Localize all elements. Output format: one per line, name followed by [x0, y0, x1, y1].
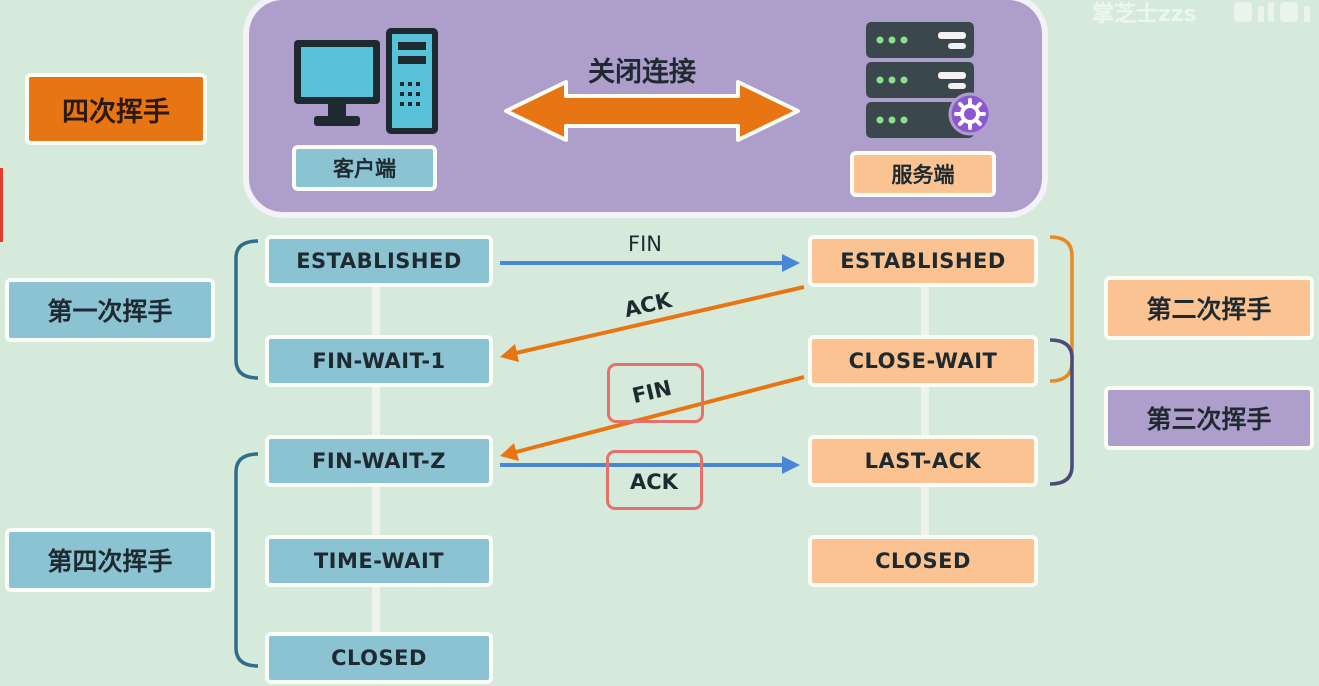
client-state-time-wait: TIME-WAIT — [265, 535, 493, 587]
four-way-handshake-title: 四次挥手 — [25, 73, 207, 145]
first-wave-label: 第一次挥手 — [5, 278, 215, 342]
bilibili-logo-icon — [1234, 2, 1310, 22]
first-stage-bracket — [234, 239, 259, 380]
ack-highlight-box — [606, 450, 703, 510]
server-rack-icon — [866, 22, 992, 138]
fourth-wave-label: 第四次挥手 — [5, 528, 215, 592]
client-state-established: ESTABLISHED — [265, 235, 493, 287]
fin-highlight-box — [607, 363, 704, 423]
server-label: 服务端 — [850, 151, 996, 197]
watermark-text: 掌芝士zzs — [1092, 2, 1197, 27]
bidirectional-arrow-icon — [504, 80, 800, 142]
ack-arrow-1 — [500, 285, 805, 362]
fin-label-1: FIN — [628, 232, 662, 256]
fin-arrow-1 — [500, 254, 800, 272]
server-state-closed: CLOSED — [808, 535, 1038, 587]
client-computer-icon — [294, 28, 438, 134]
server-state-established: ESTABLISHED — [808, 235, 1038, 287]
server-state-close-wait: CLOSE-WAIT — [808, 335, 1038, 387]
ack-label-2: ACK — [630, 470, 678, 494]
server-state-last-ack: LAST-ACK — [808, 435, 1038, 487]
third-stage-bracket — [1049, 338, 1074, 486]
client-state-fin-wait-1: FIN-WAIT-1 — [265, 335, 493, 387]
client-state-closed: CLOSED — [265, 632, 493, 684]
second-stage-bracket — [1049, 235, 1074, 383]
left-edge-marker — [0, 168, 3, 242]
ack-arrow-2 — [500, 456, 800, 474]
client-state-fin-wait-2: FIN-WAIT-Z — [265, 435, 493, 487]
client-label: 客户端 — [292, 145, 437, 191]
third-wave-label: 第三次挥手 — [1104, 386, 1314, 450]
fourth-stage-bracket — [234, 452, 259, 668]
second-wave-label: 第二次挥手 — [1104, 276, 1314, 340]
fin-arrow-2 — [500, 375, 805, 461]
close-connection-label: 关闭连接 — [588, 57, 696, 88]
server-timeline — [921, 284, 929, 544]
